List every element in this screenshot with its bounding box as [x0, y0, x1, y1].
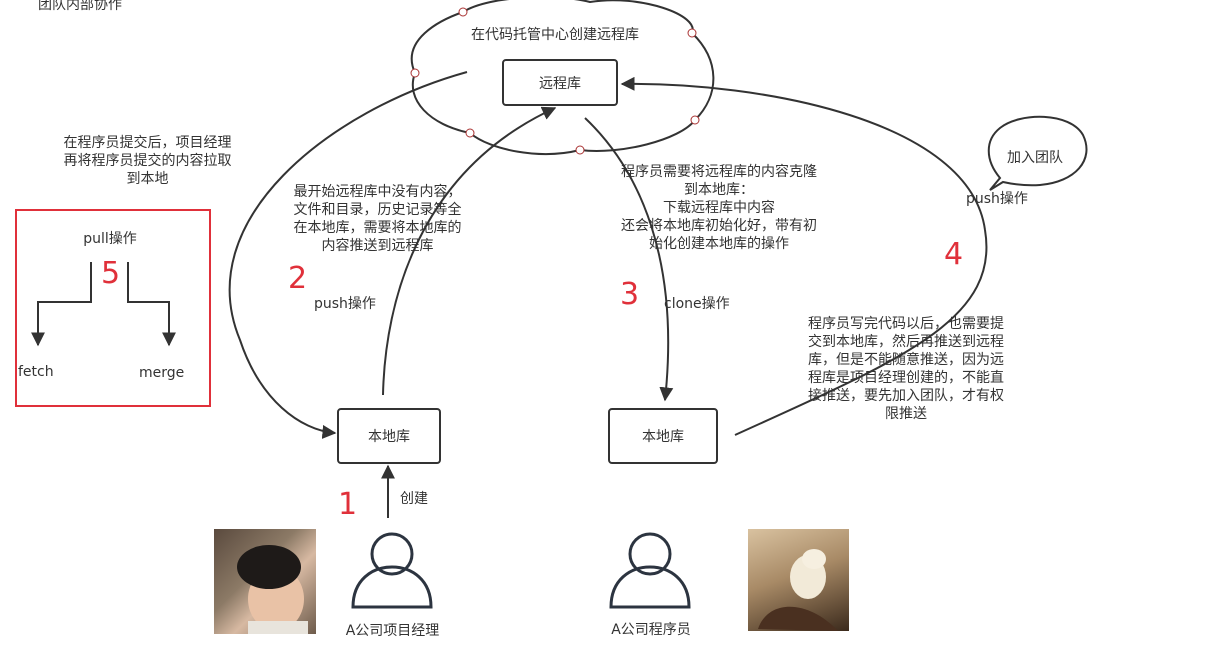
- step-number-3: 3: [620, 277, 640, 312]
- local-repo-right[interactable]: 本地库: [608, 408, 718, 464]
- user-icon: [351, 532, 433, 609]
- arrow-fetch: [31, 262, 92, 347]
- arrow-remote-to-local-left: [228, 71, 468, 439]
- step-number-5: 5: [101, 256, 121, 291]
- cloud-handles: [410, 7, 700, 155]
- photo-girl: [214, 529, 316, 634]
- top-left-label: 团队内部协作: [38, 0, 122, 13]
- fetch-label: fetch: [18, 364, 54, 380]
- step-number-4: 4: [944, 237, 964, 272]
- step-number-2: 2: [288, 261, 308, 296]
- step-4-label: push操作: [966, 191, 1028, 207]
- remote-repo-box[interactable]: 远程库: [502, 59, 618, 106]
- pull-panel: [15, 209, 211, 407]
- step-2-label: push操作: [314, 296, 376, 312]
- remote-repo-label: 远程库: [539, 75, 581, 92]
- pull-title: pull操作: [83, 231, 137, 247]
- bubble-label: 加入团队: [1007, 150, 1063, 166]
- step-number-1: 1: [338, 487, 358, 522]
- local-repo-left[interactable]: 本地库: [337, 408, 441, 464]
- arrow-push-right: [620, 76, 988, 436]
- arrow-merge: [127, 262, 176, 347]
- cloud-label: 在代码托管中心创建远程库: [471, 27, 639, 43]
- merge-label: merge: [139, 365, 185, 381]
- manager-label: A公司项目经理: [345, 623, 440, 639]
- programmer-label: A公司程序员: [611, 622, 691, 638]
- step-3-description: 程序员需要将远程库的内容克隆 到本地库： 下载远程库中内容 还会将本地库初始化好…: [621, 164, 817, 252]
- step-5-description: 在程序员提交后，项目经理 再将程序员提交的内容拉取 到本地: [63, 135, 232, 187]
- arrow-push-left: [382, 106, 557, 396]
- step-1-label: 创建: [400, 491, 428, 507]
- local-repo-left-label: 本地库: [368, 429, 410, 445]
- speech-bubble: [987, 115, 1088, 191]
- arrow-clone: [584, 117, 674, 402]
- step-3-label: clone操作: [664, 296, 730, 312]
- user-icon: [609, 532, 691, 609]
- local-repo-right-label: 本地库: [642, 429, 684, 445]
- step-4-description: 程序员写完代码以后，也需要提 交到本地库，然后再推送到远程 库，但是不能随意推送…: [808, 316, 1004, 422]
- step-2-description: 最开始远程库中没有内容， 文件和目录，历史记录等全 在本地库，需要将本地库的 内…: [293, 184, 462, 254]
- photo-cat: [748, 529, 849, 631]
